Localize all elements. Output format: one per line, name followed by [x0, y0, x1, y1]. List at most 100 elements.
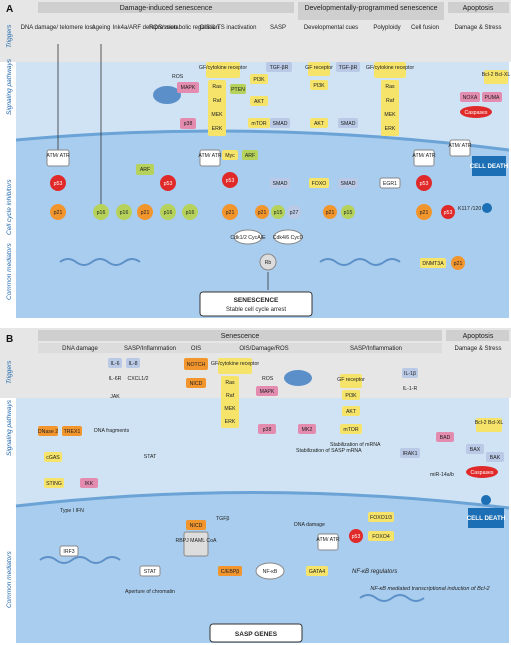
p21-node-5 [323, 205, 337, 219]
raf-label-2: Raf [386, 98, 395, 104]
mitochondrion [153, 86, 181, 104]
akt-label: AKT [254, 99, 265, 105]
bcl2-label-b: Bcl-2 Bcl-XL [475, 420, 504, 426]
stab-label: Stabilization of SASP mRNA [296, 448, 362, 454]
p15-node-1 [271, 205, 285, 219]
caspases-label-b: Caspases [470, 470, 493, 476]
tgfbr-label: TGF-βR [270, 65, 289, 71]
bad-label: BAD [440, 435, 451, 441]
header-bg-apop [448, 2, 509, 13]
p21-node-1 [50, 204, 66, 220]
gf-receptor-node-2 [308, 62, 330, 76]
pi3k-node-b [342, 390, 360, 400]
p21-label-1: p21 [54, 210, 63, 216]
cdk12-node [233, 229, 263, 245]
pi3k-node [250, 74, 268, 84]
foxo4-label: FOXO4 [372, 534, 390, 540]
mek-label-2: MEK [384, 112, 396, 118]
smad-label-4: SMAD [341, 181, 356, 187]
header-bg-damage [38, 2, 294, 13]
smad-label-1: SMAD [273, 121, 288, 127]
ikk-node [80, 478, 98, 488]
pten-node [230, 84, 246, 94]
ras-cascade-2 [381, 80, 399, 136]
il6-node [108, 358, 122, 368]
rb-label: Rb [265, 260, 272, 266]
arf-node-2 [242, 150, 258, 160]
caspases-node [460, 106, 492, 118]
sasp-genes-box [209, 623, 303, 643]
gfr-label: GF receptor [337, 377, 365, 383]
dnadmg-label: DNA damage [294, 522, 325, 528]
il1r-label: IL-1-R [403, 386, 418, 392]
p16-node-3 [160, 204, 176, 220]
il6-label: IL-6 [111, 361, 120, 367]
panel-a-label: A [6, 4, 13, 15]
trigger-5: SASP [270, 25, 286, 31]
p16-node-1 [93, 204, 109, 220]
micd-node [186, 378, 206, 388]
noxa-node [460, 92, 480, 102]
ifn-label: Type I IFN [60, 508, 84, 514]
skull-icon-b [481, 495, 491, 505]
pi3k-label: PI3K [253, 77, 265, 83]
notch-label: NOTCH [187, 362, 206, 368]
erk-label-b: ERK [225, 419, 236, 425]
p53-label-3: p53 [226, 178, 235, 184]
jak-label: JAK [110, 394, 120, 400]
noxa-label: NOXA [463, 95, 478, 101]
p53-label-4: p53 [420, 181, 429, 187]
gf-label-b: GF/cytokine receptor [211, 361, 259, 367]
cdk12-label: Cdk1/2 CycA/E [230, 235, 266, 241]
il8-node [126, 358, 140, 368]
ikk-label: IKK [85, 481, 94, 487]
raf-label-b: Raf [226, 393, 235, 399]
atm-atr-node-4 [449, 139, 471, 157]
atm-label-3: ATM/ ATR [412, 153, 435, 159]
gata4-label: GATA4 [309, 569, 325, 575]
gf-label: GF/cytokine receptor [199, 65, 247, 71]
p16-node-2 [116, 204, 132, 220]
stat-label: STAT [144, 454, 157, 460]
il6r-label: IL-6R [109, 376, 122, 382]
trigger-9: Damage & Stress [454, 25, 501, 31]
bax-label: BAX [470, 447, 481, 453]
header-senescence: Senescence [221, 333, 260, 340]
irak-node [400, 448, 420, 458]
p21-node-3 [222, 204, 238, 220]
cell-death-label-b: CELL DEATH [467, 515, 506, 522]
caspases-node-b [466, 466, 498, 478]
erk-label: ERK [212, 126, 223, 132]
header-apoptosis: Apoptosis [463, 5, 494, 12]
side-signaling-b: Signaling pathways [6, 399, 13, 456]
mapk-label: MAPK [181, 85, 196, 91]
ros-label: ROS [172, 74, 184, 80]
gata4-node [306, 566, 328, 576]
p21-node-7 [451, 256, 465, 270]
dna-helix-a1 [59, 258, 141, 266]
bad-node [436, 432, 454, 442]
dnmt-node [420, 258, 446, 268]
smad-node-4 [338, 178, 358, 188]
il8r-label: CXCL1/2 [127, 376, 148, 382]
atm-atr-node-2 [199, 149, 221, 167]
p53-node-b [349, 529, 363, 543]
irf3-node [59, 545, 79, 557]
nfreg-label: NF-κB regulators [352, 569, 397, 575]
akt-node [250, 96, 268, 106]
p38-node [180, 118, 196, 129]
cgas-label: cGAS [46, 455, 60, 461]
trigger-8: Cell fusion [411, 25, 439, 31]
akt-node-b [342, 406, 360, 416]
smad-node-1 [270, 118, 290, 128]
ros-label-b: ROS [262, 376, 274, 382]
mk2-label: MK2 [302, 427, 313, 433]
sub-1: SASP/Inflammation [124, 346, 176, 352]
caspases-label: Caspases [464, 110, 487, 116]
il1-node [402, 368, 418, 378]
smad-label-3: SMAD [341, 121, 356, 127]
myc-node [222, 150, 238, 160]
aperture-label: Aperture of chromatin [125, 589, 175, 595]
header-bg-apop-b [446, 330, 509, 341]
trigger-1: Ageing [92, 25, 111, 31]
